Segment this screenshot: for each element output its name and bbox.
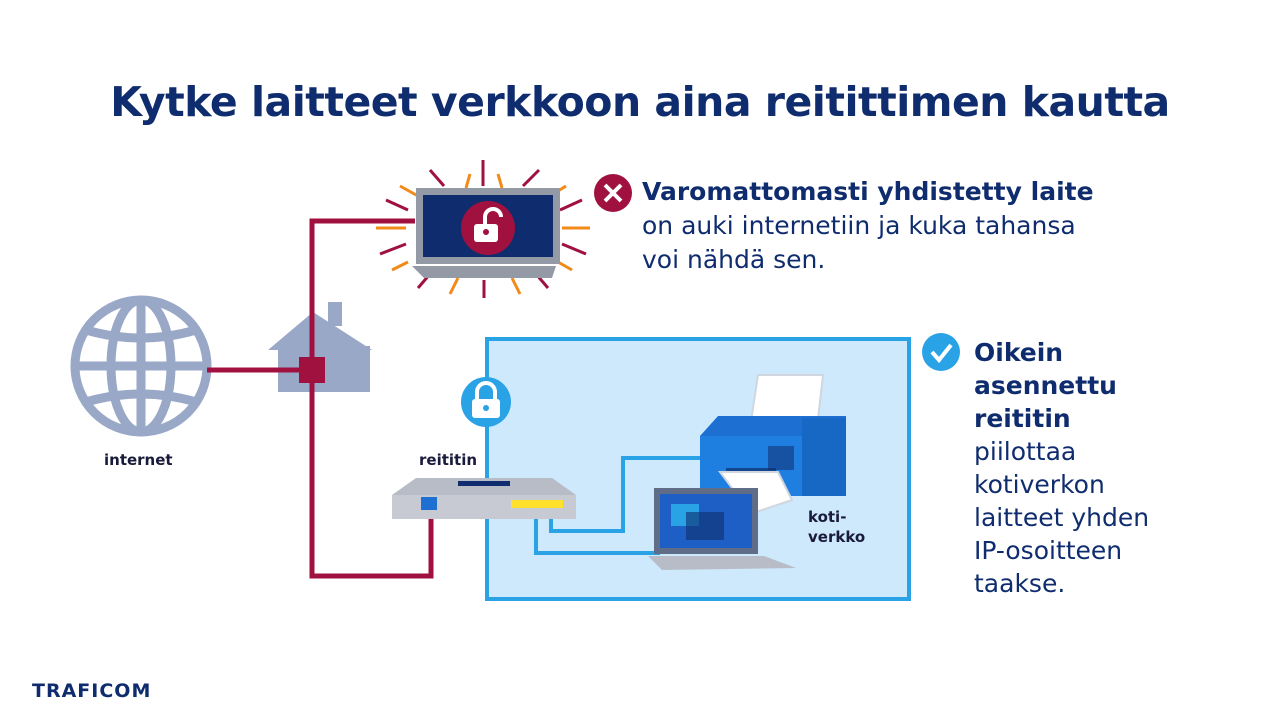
correct-line-4: IP-osoitteen [974, 536, 1123, 565]
globe-icon [70, 295, 212, 437]
page-title: Kytke laitteet verkkoon aina reitittimen… [110, 78, 1170, 126]
router-icon [392, 478, 576, 519]
correct-text: Oikein asennettu reititin piilottaa koti… [974, 336, 1254, 600]
correct-line-3: laitteet yhden [974, 503, 1150, 532]
check-icon [922, 333, 960, 371]
correct-heading-1: Oikein [974, 338, 1064, 367]
correct-heading-2: asennettu [974, 371, 1117, 400]
lock-icon [461, 377, 511, 427]
router-label: reititin [419, 451, 478, 469]
home-cables [534, 456, 705, 555]
warning-line2: voi nähdä sen. [642, 245, 826, 274]
laptop-icon [648, 488, 796, 570]
internet-label: internet [104, 451, 173, 469]
internet-cables [207, 218, 434, 579]
warning-line1: on auki internetiin ja kuka tahansa [642, 211, 1076, 240]
traficom-logo: TRAFICOM [32, 680, 152, 702]
unlocked-lock-icon [461, 201, 515, 255]
correct-line-5: taakse. [974, 569, 1066, 598]
correct-line-2: kotiverkon [974, 470, 1105, 499]
warning-heading: Varomattomasti yhdistetty laite [642, 177, 1094, 206]
correct-heading-3: reititin [974, 404, 1071, 433]
home-network-label-line2: verkko [808, 528, 866, 546]
correct-line-1: piilottaa [974, 437, 1077, 466]
error-icon [594, 174, 632, 212]
alarm-rays [376, 160, 590, 298]
warning-text: Varomattomasti yhdistetty laite on auki … [642, 175, 1202, 277]
home-network-label-line1: koti- [808, 508, 847, 526]
cable-junction [299, 357, 325, 383]
printer-icon [700, 374, 846, 514]
